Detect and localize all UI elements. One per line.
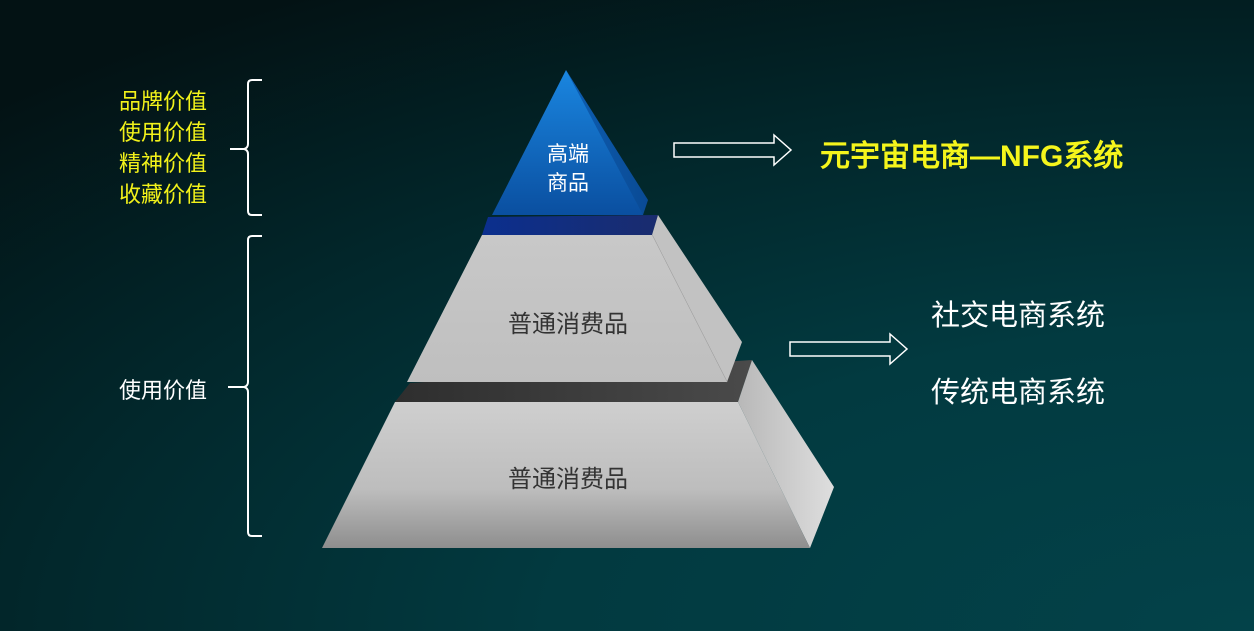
top-tier-line2: 商品	[547, 171, 589, 195]
value-label: 精神价值	[119, 152, 208, 177]
middle-tier	[407, 215, 742, 383]
social-ecommerce-label: 社交电商系统	[931, 298, 1106, 332]
value-label-usage: 使用价值	[119, 379, 208, 404]
top-tier-label: 高端 商品	[528, 140, 608, 198]
traditional-ecommerce-label: 传统电商系统	[931, 375, 1106, 409]
bracket-bottom	[228, 235, 262, 537]
top-tier	[492, 70, 648, 215]
value-label: 收藏价值	[119, 183, 208, 208]
bracket-top	[230, 79, 262, 216]
bottom-tier-label: 普通消费品	[508, 465, 628, 493]
value-label: 品牌价值	[119, 90, 208, 115]
top-tier-line1: 高端	[547, 142, 589, 166]
value-list-premium: 品牌价值 使用价值 精神价值 收藏价值	[119, 87, 207, 211]
middle-tier-label: 普通消费品	[508, 310, 628, 338]
arrow-right-icon	[789, 332, 909, 366]
value-label: 使用价值	[119, 121, 208, 146]
nfg-system-label: 元宇宙电商—NFG系统	[820, 140, 1124, 173]
bottom-tier	[322, 360, 834, 548]
arrow-right-icon	[673, 133, 793, 167]
